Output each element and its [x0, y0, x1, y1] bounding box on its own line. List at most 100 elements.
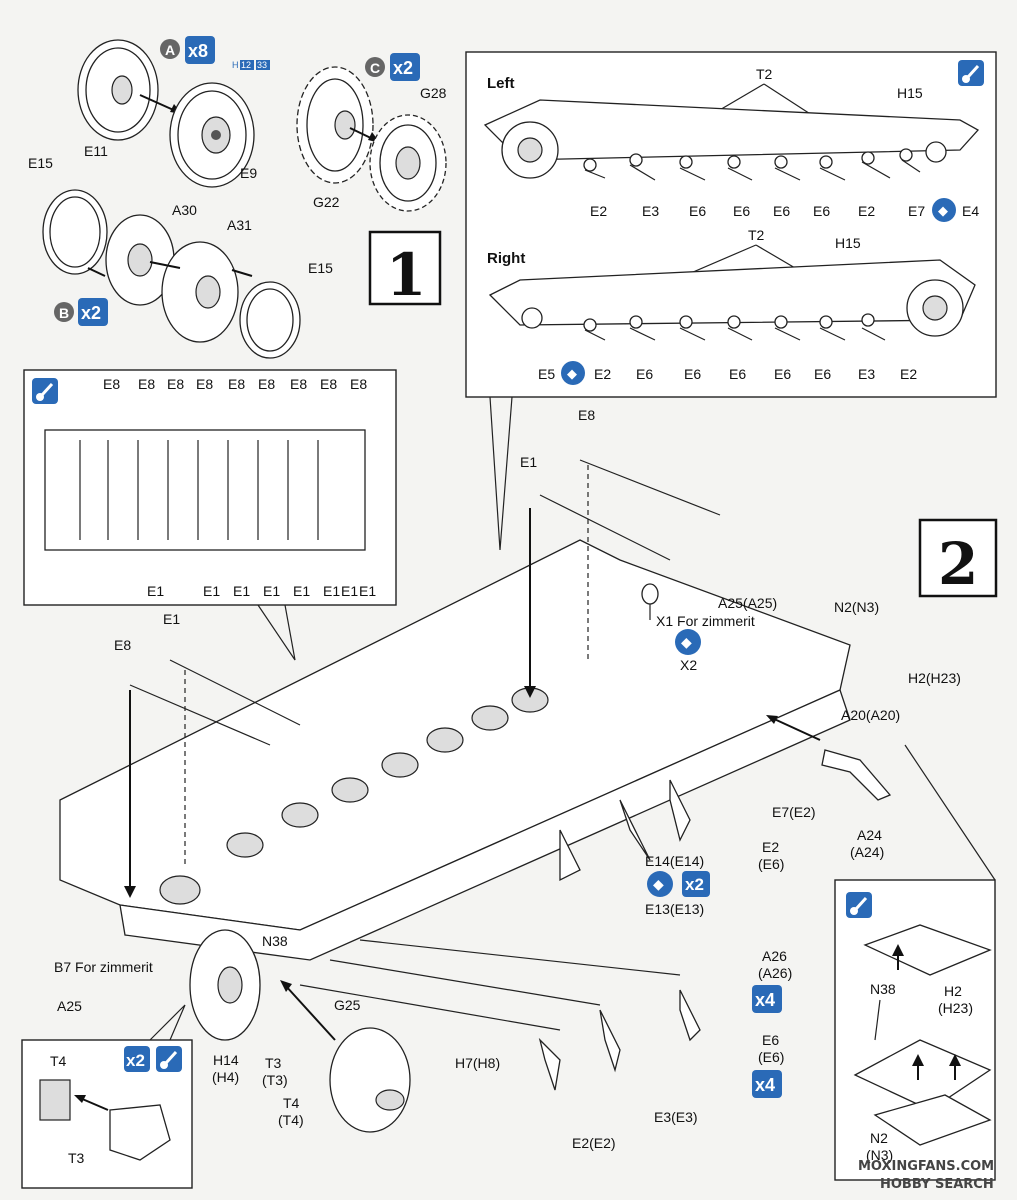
- torsion-top-4: E8: [228, 376, 245, 392]
- label-h4: (H4): [212, 1069, 239, 1085]
- label-a26b: (A26): [758, 965, 792, 981]
- wheel-half-a30: [105, 214, 175, 306]
- mirror-icon-x1: [675, 629, 701, 655]
- right-hull-side: [488, 259, 976, 326]
- tire-e15b: [239, 281, 301, 359]
- inset-left-right: Left T2 H15 E2 E3 E6 E6 E6 E6 E2 E7 ◆ E4…: [465, 51, 997, 551]
- label-g25: G25: [334, 997, 361, 1013]
- right-b0: E2: [594, 366, 611, 382]
- label-e1-top: E1: [520, 454, 537, 470]
- mirror-icon-left: [932, 198, 956, 222]
- torsion-bot-7: E1: [359, 583, 376, 599]
- hull-side: [119, 689, 851, 961]
- left-b4: E6: [773, 203, 790, 219]
- count-a26-badge: [752, 985, 782, 1013]
- torsion-top-3: E8: [196, 376, 213, 392]
- ref-h: H: [232, 60, 239, 70]
- label-e6r: E6: [762, 1032, 779, 1048]
- label-n2n3: N2(N3): [834, 599, 879, 615]
- count-e6: x4: [755, 1075, 775, 1095]
- label-e2: E2: [762, 839, 779, 855]
- right-b2: E6: [684, 366, 701, 382]
- torsion-bot-2: E1: [233, 583, 250, 599]
- count-c-x2: x2: [393, 58, 413, 78]
- inset-label-t4: T4: [50, 1053, 67, 1069]
- inset-label-h23: (H23): [938, 1000, 973, 1016]
- right-start: E5: [538, 366, 555, 382]
- label-e6: (E6): [758, 856, 784, 872]
- left-idler-mount: [925, 141, 947, 163]
- inset-label-n38: N38: [870, 981, 896, 997]
- right-b3: E6: [729, 366, 746, 382]
- left-b0: E2: [590, 203, 607, 219]
- left-t2: T2: [756, 66, 773, 82]
- label-e7e2: E7(E2): [772, 804, 816, 820]
- badge-b-letter: B: [59, 305, 69, 321]
- label-t3b: (T3): [262, 1072, 288, 1088]
- torsion-top-6: E8: [290, 376, 307, 392]
- svg-text:◆: ◆: [653, 877, 664, 893]
- label-t4b: (T4): [278, 1112, 304, 1128]
- count-a26: x4: [755, 990, 775, 1010]
- label-h2h23: H2(H23): [908, 670, 961, 686]
- suspension-housings: [159, 687, 549, 905]
- ref-n1: 12: [241, 60, 251, 70]
- label-t4: T4: [283, 1095, 300, 1111]
- step2-number-box: [918, 518, 998, 598]
- part-n2: [873, 1094, 992, 1146]
- left-h15: H15: [897, 85, 923, 101]
- label-e11: E11: [84, 143, 108, 159]
- right-h15: H15: [835, 235, 861, 251]
- svg-text:◆: ◆: [938, 204, 948, 219]
- inset-n38: N38 H2 (H23) N2 (N3): [834, 744, 996, 1181]
- sprocket-g28: [369, 114, 447, 212]
- torsion-top-1: E8: [138, 376, 155, 392]
- label-a30: A30: [172, 202, 197, 218]
- count-x8-badge: [185, 36, 215, 64]
- torsion-bot-4: E1: [293, 583, 310, 599]
- step2-group: 2: [54, 407, 998, 1151]
- count-e13-badge: [682, 871, 710, 897]
- label-n38: N38: [262, 933, 288, 949]
- count-t4: x2: [126, 1051, 145, 1070]
- count-x8: x8: [188, 41, 208, 61]
- part-t4: [39, 1079, 71, 1121]
- inset-t4: x2 T4 T3: [21, 1004, 193, 1189]
- watermark: MOXINGFANS.COM HOBBY SEARCH: [858, 1159, 994, 1192]
- label-h7h8: H7(H8): [455, 1055, 500, 1071]
- right-b5: E6: [814, 366, 831, 382]
- step1-number: 1: [386, 241, 426, 309]
- torsion-bot-6: E1: [341, 583, 358, 599]
- right-b4: E6: [774, 366, 791, 382]
- label-e2e2: E2(E2): [572, 1135, 616, 1151]
- torsion-bot-1: E1: [203, 583, 220, 599]
- right-title: Right: [487, 250, 525, 267]
- label-b7: B7 For zimmerit: [54, 959, 153, 975]
- badge-c-icon: [365, 57, 385, 77]
- right-idler-mount: [521, 307, 543, 329]
- right-t2: T2: [748, 227, 765, 243]
- torsion-top-7: E8: [320, 376, 337, 392]
- final-drive-cover-h7: [329, 1027, 411, 1133]
- left-b2: E6: [689, 203, 706, 219]
- label-a25: A25: [57, 998, 82, 1014]
- mirror-icon-e13: [647, 871, 673, 897]
- svg-text:◆: ◆: [567, 367, 577, 382]
- road-wheel-e9: [169, 82, 255, 188]
- label-x1: X1 For zimmerit: [656, 613, 755, 629]
- part-t3: [109, 1104, 171, 1161]
- road-wheel-e11: [77, 39, 159, 141]
- right-arms: [583, 313, 886, 341]
- right-b6: E3: [858, 366, 875, 382]
- label-a26: A26: [762, 948, 787, 964]
- part-h2: [863, 924, 992, 976]
- ref-n2: 33: [257, 60, 267, 70]
- left-b7: E7: [908, 203, 925, 219]
- mirror-icon-right: [561, 361, 585, 385]
- left-b1: E3: [642, 203, 659, 219]
- label-e1-left: E1: [163, 611, 180, 627]
- label-a24b: (A24): [850, 844, 884, 860]
- label-e13e13: E13(E13): [645, 901, 704, 917]
- inset-label-t3: T3: [68, 1150, 85, 1166]
